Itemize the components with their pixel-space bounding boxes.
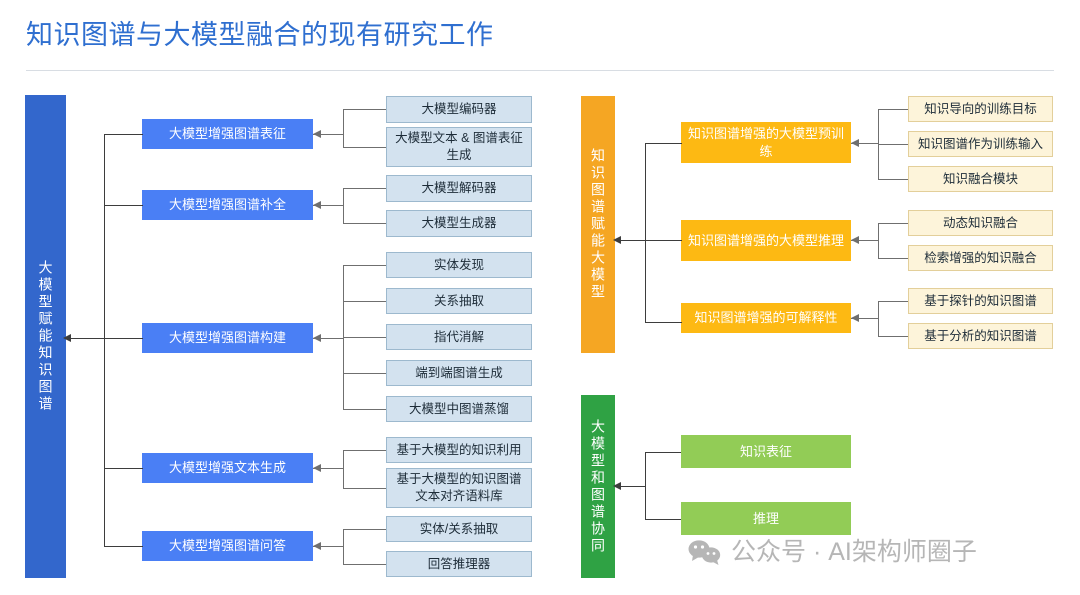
leaf-line-3-1: [343, 265, 387, 266]
connector-left-node-5-out: [313, 546, 343, 547]
connector-mid-node-1: [645, 143, 682, 144]
leaf-line-4-2: [343, 488, 387, 489]
node-llm-enhanced-kg-construction[interactable]: 大模型增强图谱构建: [142, 323, 313, 353]
node-reasoning[interactable]: 推理: [681, 502, 851, 535]
leaf-line-3-5: [343, 409, 387, 410]
node-llm-enhanced-kg-qa[interactable]: 大模型增强图谱问答: [142, 531, 313, 561]
leaf-knowledge-oriented-objective[interactable]: 知识导向的训练目标: [908, 96, 1053, 122]
trunk-green-arrow-line: [620, 486, 646, 487]
spine-llm-for-kg: 大模型赋能知识图谱: [25, 95, 66, 578]
leaf-kg-distillation-from-llm[interactable]: 大模型中图谱蒸馏: [386, 396, 532, 422]
connector-left-node-3: [104, 338, 143, 339]
connector-left-node-2-out: [313, 205, 343, 206]
leaf-llm-knowledge-utilization[interactable]: 基于大模型的知识利用: [386, 437, 532, 463]
arrow-mid-node-3: [851, 314, 859, 322]
leaf-line-m3-2: [878, 336, 909, 337]
leaf-line-5-2: [343, 564, 387, 565]
leaf-coreference-resolution[interactable]: 指代消解: [386, 324, 532, 350]
connector-left-node-4-out: [313, 468, 343, 469]
leaf-line-m1-3: [878, 179, 909, 180]
trunk-middle-arrow-line: [620, 240, 646, 241]
trunk-middle-arrowhead: [613, 236, 621, 244]
leaf-end-to-end-kg-generation[interactable]: 端到端图谱生成: [386, 360, 532, 386]
connector-left-node-2: [104, 205, 143, 206]
page-title: 知识图谱与大模型融合的现有研究工作: [26, 20, 494, 50]
leaf-line-2-1: [343, 188, 387, 189]
watermark: 公众号 · AI架构师圈子: [688, 537, 977, 567]
connector-mid-node-3: [645, 322, 682, 323]
connector-mid-node-2: [645, 240, 682, 241]
leaf-line-1-2: [343, 147, 387, 148]
trunk-left-arrowhead: [63, 334, 71, 342]
node-llm-enhanced-text-generation[interactable]: 大模型增强文本生成: [142, 453, 313, 483]
trunk-middle: [645, 143, 646, 323]
connector-mid-node-3-out: [851, 318, 878, 319]
leaf-llm-encoder[interactable]: 大模型编码器: [386, 96, 532, 123]
leaf-llm-decoder[interactable]: 大模型解码器: [386, 175, 532, 202]
title-divider: [26, 70, 1054, 71]
trunk-left: [104, 134, 105, 546]
leaf-answer-reasoner[interactable]: 回答推理器: [386, 551, 532, 577]
connector-left-node-4: [104, 468, 143, 469]
watermark-text: 公众号 · AI架构师圈子: [731, 538, 977, 566]
leaf-line-m3-1: [878, 301, 909, 302]
connector-green-node-1: [645, 452, 682, 453]
arrow-left-node-2: [313, 201, 321, 209]
connector-mid-node-1-out: [851, 143, 878, 144]
connector-left-node-5: [104, 546, 143, 547]
spine-kg-for-llm: 知识图谱赋能大模型: [581, 96, 615, 353]
connector-left-node-1: [104, 134, 143, 135]
node-knowledge-representation[interactable]: 知识表征: [681, 435, 851, 468]
leaf-entity-discovery[interactable]: 实体发现: [386, 252, 532, 278]
leaf-llm-kg-text-aligned-corpus[interactable]: 基于大模型的知识图谱文本对齐语料库: [386, 468, 532, 508]
arrow-left-node-5: [313, 542, 321, 550]
arrow-left-node-4: [313, 464, 321, 472]
leaf-line-m2-2: [878, 258, 909, 259]
connector-left-node-3-out: [313, 338, 343, 339]
leaf-entity-relation-extraction[interactable]: 实体/关系抽取: [386, 516, 532, 542]
leaf-analysis-based-kg[interactable]: 基于分析的知识图谱: [908, 323, 1053, 349]
fanout-left-node-5: [343, 529, 344, 564]
arrow-left-node-1: [313, 130, 321, 138]
leaf-dynamic-knowledge-fusion[interactable]: 动态知识融合: [908, 210, 1053, 236]
leaf-llm-text-kg-representation[interactable]: 大模型文本 & 图谱表征生成: [386, 127, 532, 167]
leaf-knowledge-fusion-module[interactable]: 知识融合模块: [908, 166, 1053, 192]
connector-left-node-1-out: [313, 134, 343, 135]
arrow-mid-node-1: [851, 139, 859, 147]
wechat-icon: [688, 539, 721, 565]
leaf-kg-as-training-input[interactable]: 知识图谱作为训练输入: [908, 131, 1053, 157]
node-kg-enhanced-llm-pretraining[interactable]: 知识图谱增强的大模型预训练: [681, 122, 851, 163]
fanout-left-node-1: [343, 109, 344, 147]
trunk-green: [645, 452, 646, 519]
leaf-line-3-2: [343, 301, 387, 302]
leaf-line-m2-1: [878, 223, 909, 224]
leaf-line-5-1: [343, 529, 387, 530]
leaf-line-3-3: [343, 337, 387, 338]
leaf-line-1-1: [343, 109, 387, 110]
node-llm-enhanced-kg-completion[interactable]: 大模型增强图谱补全: [142, 190, 313, 220]
leaf-line-4-1: [343, 450, 387, 451]
node-kg-enhanced-interpretability[interactable]: 知识图谱增强的可解释性: [681, 303, 851, 333]
leaf-relation-extraction[interactable]: 关系抽取: [386, 288, 532, 314]
leaf-probe-based-kg[interactable]: 基于探针的知识图谱: [908, 288, 1053, 314]
trunk-green-arrowhead: [613, 482, 621, 490]
node-llm-enhanced-kg-representation[interactable]: 大模型增强图谱表征: [142, 119, 313, 149]
connector-green-node-2: [645, 519, 682, 520]
leaf-line-m1-2: [878, 144, 909, 145]
fanout-mid-node-2: [878, 223, 879, 258]
leaf-line-2-2: [343, 223, 387, 224]
spine-llm-kg-synergy: 大模型和图谱协同: [581, 395, 615, 578]
arrow-mid-node-2: [851, 236, 859, 244]
fanout-mid-node-3: [878, 301, 879, 336]
arrow-left-node-3: [313, 334, 321, 342]
connector-mid-node-2-out: [851, 240, 878, 241]
fanout-left-node-2: [343, 188, 344, 223]
leaf-llm-generator[interactable]: 大模型生成器: [386, 210, 532, 237]
fanout-left-node-4: [343, 450, 344, 488]
node-kg-enhanced-llm-inference[interactable]: 知识图谱增强的大模型推理: [681, 220, 851, 261]
leaf-line-3-4: [343, 373, 387, 374]
leaf-retrieval-augmented-knowledge-fusion[interactable]: 检索增强的知识融合: [908, 245, 1053, 271]
trunk-left-arrow-line: [70, 338, 105, 339]
leaf-line-m1-1: [878, 109, 909, 110]
